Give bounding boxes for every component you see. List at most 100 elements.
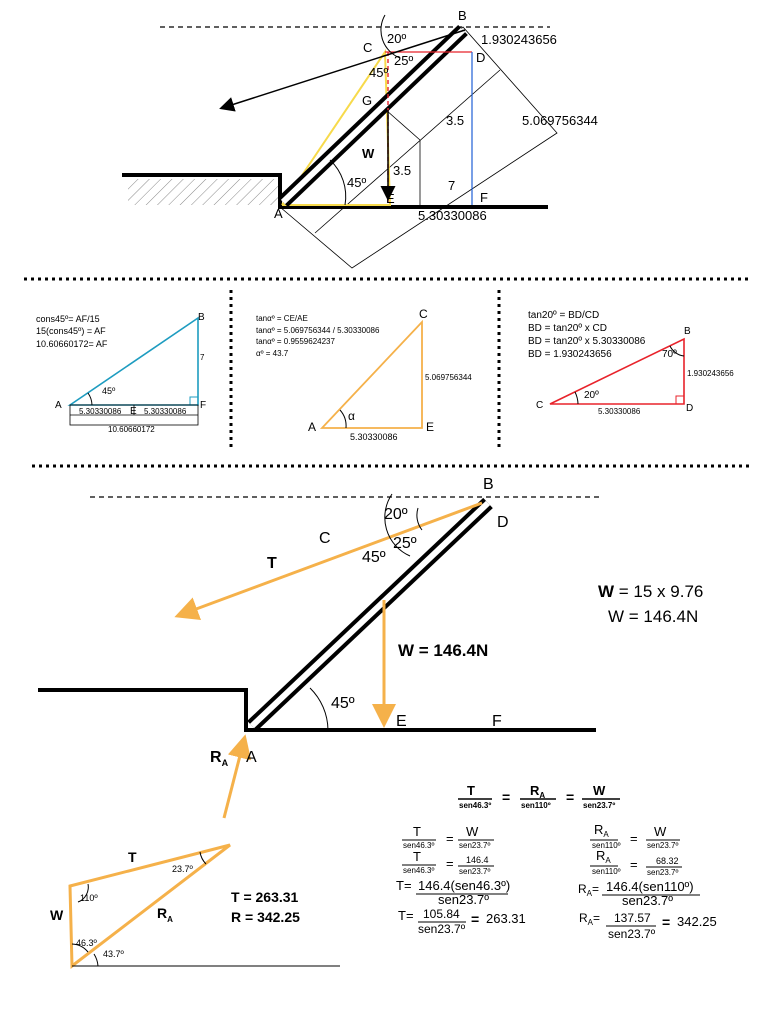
eq-r2-R: RA xyxy=(596,848,611,865)
panel3-line-2: BD = tan20º x CD xyxy=(528,323,607,334)
eq-l2-s2: sen23.7º xyxy=(459,867,490,876)
force-result-T: T = 263.31 xyxy=(231,889,299,905)
force-label-W: W xyxy=(50,907,64,923)
eq-r3-den: sen23.7º xyxy=(622,893,673,908)
eq-r1-eq: = xyxy=(630,831,638,846)
top-tension-arrow xyxy=(219,29,466,112)
panel3-angle-20: 20º xyxy=(584,390,599,401)
eq-r1-R: RA xyxy=(594,822,609,839)
top-label-D: D xyxy=(476,50,485,65)
eq-r4-eq: = xyxy=(662,914,670,930)
panel3-arc-20 xyxy=(574,391,579,405)
eq-r1-s2: sen23.7º xyxy=(647,841,678,850)
force-arc-437 xyxy=(93,953,99,967)
eq-main-W: W xyxy=(593,783,606,798)
top-label-W: W xyxy=(362,146,375,161)
eq-r3-R-sub: A xyxy=(587,889,593,898)
force-arc-110 xyxy=(77,883,89,903)
eq-r2-s2: sen23.7º xyxy=(647,868,678,877)
eq-r2-R-sub: A xyxy=(605,856,611,865)
panel3-line-3: BD = tan20º x 5.30330086 xyxy=(528,336,646,347)
eq-r3-R: RA= xyxy=(578,882,599,898)
panel1-line-2: 15(cons45º) = AF xyxy=(36,326,106,336)
top-length-af: 5.30330086 xyxy=(418,208,487,223)
eq-r3-R-main: R xyxy=(578,882,587,896)
panel3-arc-70 xyxy=(669,345,685,357)
panel1-side-7: 7 xyxy=(200,353,205,362)
eq-r1-s1: sen110º xyxy=(592,841,621,850)
panel3-line-1: tan20º = BD/CD xyxy=(528,310,599,321)
eq-r1-W: W xyxy=(654,824,667,839)
eq-r4-R-main: R xyxy=(579,911,588,925)
eq-main-T: T xyxy=(467,783,475,798)
eq-main-eq2: = xyxy=(566,789,574,805)
force-angle-463: 46.3º xyxy=(76,938,98,948)
fbd-label-A: A xyxy=(246,749,257,766)
eq-l2-s1: sen46.3º xyxy=(403,866,434,875)
top-ground-hatch xyxy=(128,179,278,205)
eq-main-sen3: sen23.7º xyxy=(583,801,615,810)
panel-2: tanαº = CE/AE tanαº = 5.069756344 / 5.30… xyxy=(256,307,472,442)
fbd-label-F: F xyxy=(492,713,502,730)
eq-l1-T: T xyxy=(413,824,421,839)
top-label-E: E xyxy=(386,191,395,206)
eq-r3-num: 146.4(sen110º) xyxy=(606,879,694,894)
panel2-label-A: A xyxy=(308,420,316,434)
panel1-total: 10.60660172 xyxy=(108,425,155,434)
fbd-label-T: T xyxy=(267,555,277,572)
panel2-arc xyxy=(339,409,347,429)
force-triangle: T W RA 23.7º 110º 46.3º 43.7º T = 263.31… xyxy=(50,843,340,969)
top-diagram: B C D G W A E F 20º 25º 45º 45º 1.930243… xyxy=(122,8,598,269)
fbd-angle-20: 20º xyxy=(384,506,408,523)
fbd-ground xyxy=(38,688,596,732)
panel2-ce: 5.069756344 xyxy=(425,373,472,382)
panel3-label-D: D xyxy=(686,403,693,414)
eq-main-sen1: sen46.3º xyxy=(459,801,491,810)
panel2-triangle xyxy=(319,319,423,429)
eq-l1-W: W xyxy=(466,824,479,839)
panel1-ef: 5.30330086 xyxy=(144,407,187,416)
panel2-alpha: α xyxy=(348,409,355,423)
force-result-R: R = 342.25 xyxy=(231,909,300,925)
fbd-tension-arrow xyxy=(174,501,483,620)
fbd-angle-25: 25º xyxy=(393,535,417,552)
eq-l1-s2: sen23.7º xyxy=(459,841,490,850)
force-label-T: T xyxy=(128,849,137,865)
top-length-bd: 1.930243656 xyxy=(481,32,557,47)
eq-l4-num: 105.84 xyxy=(423,907,460,921)
eq-r2-s1: sen110º xyxy=(592,867,621,876)
top-label-G: G xyxy=(362,93,372,108)
top-angle-20: 20º xyxy=(387,31,406,46)
top-ground xyxy=(122,173,548,209)
force-angle-437: 43.7º xyxy=(103,949,125,959)
fbd-label-E: E xyxy=(396,713,407,730)
eq-l4-eq: = xyxy=(471,911,479,927)
eq-r4-num: 137.57 xyxy=(614,911,651,925)
top-dim-line-2 xyxy=(385,109,421,141)
fbd-arc-45 xyxy=(309,687,329,731)
panel1-label-E: E xyxy=(130,406,137,417)
panel3-label-B: B xyxy=(684,326,691,337)
eq-main-sen2: sen110º xyxy=(521,801,551,810)
panel1-label-F: F xyxy=(200,400,206,411)
eq-r1-R-sub: A xyxy=(603,830,609,839)
force-label-R-sub: A xyxy=(167,915,173,924)
panel1-ae: 5.30330086 xyxy=(79,407,122,416)
panel2-line-3: tanαº = 0.9559624237 xyxy=(256,337,336,346)
top-length-35-upper: 3.5 xyxy=(446,113,464,128)
eq-l1-eq: = xyxy=(446,831,454,846)
eq-r4-R-sub: A xyxy=(588,918,594,927)
force-angle-110: 110º xyxy=(80,893,98,903)
top-angle-25: 25º xyxy=(394,53,413,68)
panel2-ae: 5.30330086 xyxy=(350,432,398,442)
panel2-line-1: tanαº = CE/AE xyxy=(256,314,308,323)
eq-l4-den: sen23.7º xyxy=(418,922,466,936)
top-label-F: F xyxy=(480,190,488,205)
fbd-weight-label: W = 146.4N xyxy=(398,641,488,660)
top-length-35-lower: 3.5 xyxy=(393,163,411,178)
top-arc-45 xyxy=(329,159,347,206)
eq-r2-eq: = xyxy=(630,857,638,872)
eq-r4-R: RA= xyxy=(579,911,600,927)
force-label-R: RA xyxy=(157,905,173,924)
